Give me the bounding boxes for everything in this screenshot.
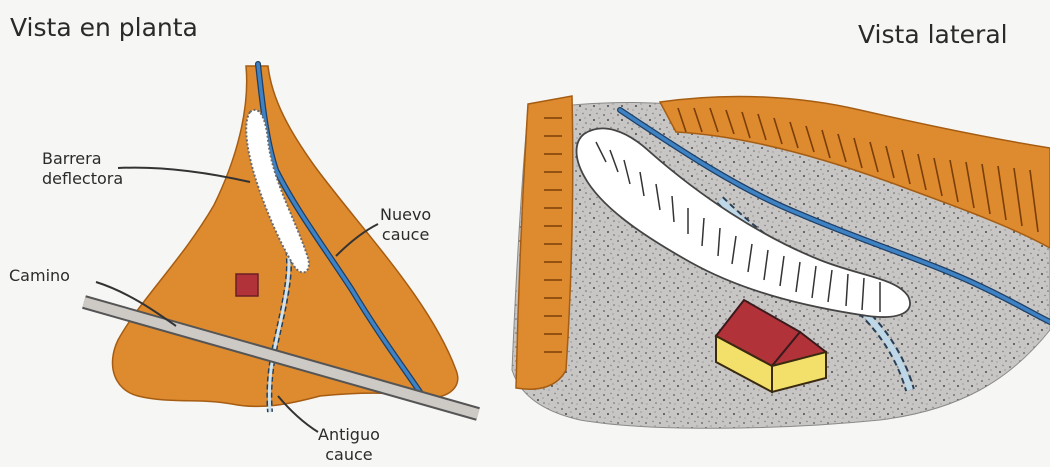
new-channel-label-line1: Nuevo <box>380 205 431 225</box>
new-channel-label: Nuevo cauce <box>380 205 431 245</box>
deflector-barrier-label-line1: Barrera <box>42 149 123 169</box>
side-view <box>512 96 1050 428</box>
deflector-barrier-label-line2: deflectora <box>42 169 123 189</box>
old-channel-label-line1: Antiguo <box>318 425 380 445</box>
deflector-barrier-label: Barrera deflectora <box>42 149 123 189</box>
house-plan <box>236 274 258 296</box>
plan-view-title: Vista en planta <box>10 13 198 42</box>
road-label: Camino <box>9 266 70 286</box>
left-hillside-side <box>516 96 573 389</box>
plan-view <box>84 64 478 432</box>
new-channel-label-line2: cauce <box>380 225 431 245</box>
old-channel-label: Antiguo cauce <box>318 425 380 465</box>
side-view-title: Vista lateral <box>858 20 1008 49</box>
old-channel-label-line2: cauce <box>318 445 380 465</box>
